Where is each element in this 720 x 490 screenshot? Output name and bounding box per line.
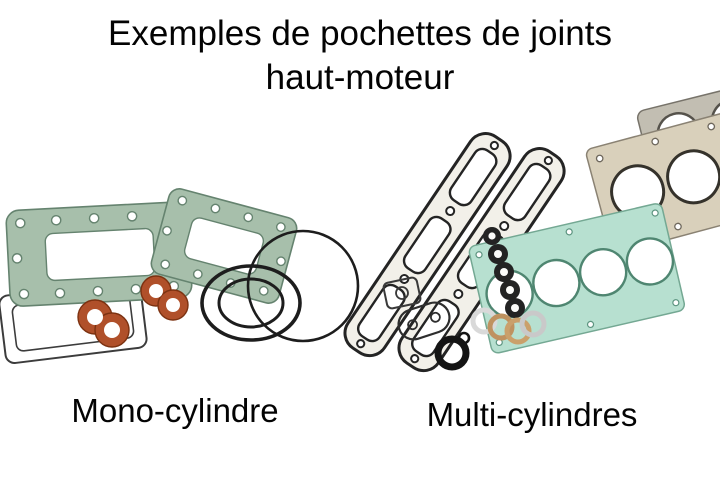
bolt-holes — [160, 195, 286, 296]
washers — [470, 307, 547, 345]
multi-cylinder-gasket-group — [343, 76, 720, 373]
label-mono-cylindre: Mono-cylindre — [71, 392, 279, 429]
small-carb-gasket — [382, 276, 422, 310]
valve-stem-seals — [483, 227, 525, 318]
page-title: Exemples de pochettes de joints haut-mot… — [0, 12, 720, 100]
bolt-holes — [11, 209, 187, 300]
title-line-2: haut-moteur — [265, 58, 455, 97]
orange-gasket-holes — [87, 284, 180, 338]
bolt-holes — [410, 155, 553, 364]
green-cover-gasket-right — [150, 188, 298, 304]
rubber-o-rings — [200, 229, 360, 343]
title-line-1: Exemples de pochettes de joints — [108, 14, 612, 53]
label-multi-cylindres: Multi-cylindres — [426, 396, 638, 433]
rubber-grommet — [434, 331, 471, 371]
bolt-holes — [475, 209, 680, 347]
mono-cylinder-gasket-group — [0, 188, 360, 365]
small-flange-gasket — [397, 301, 451, 341]
